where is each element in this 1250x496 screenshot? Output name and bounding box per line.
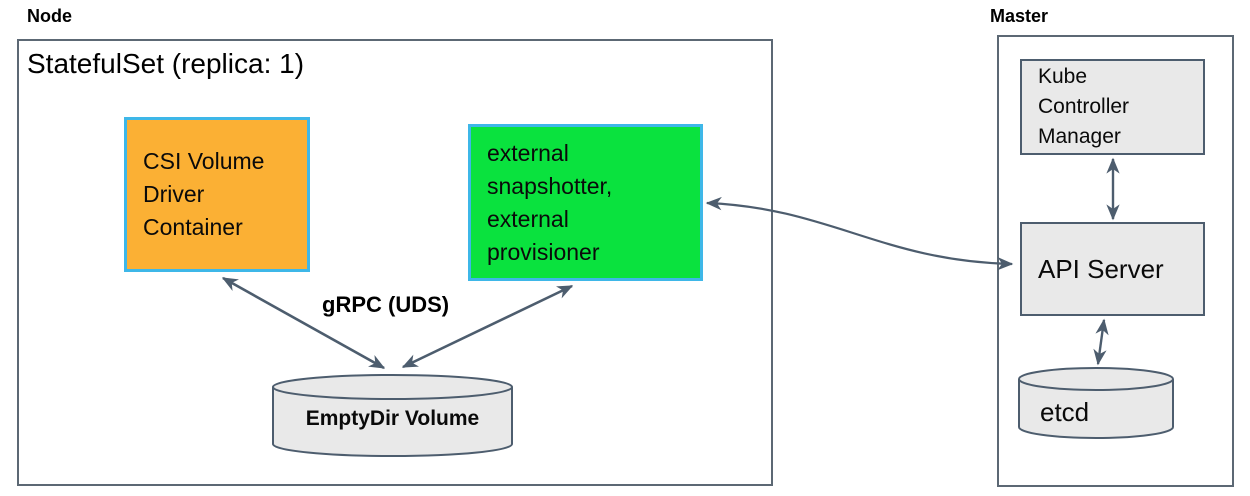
- sidecar-box-line: snapshotter,: [487, 172, 613, 199]
- node-section-label: Node: [27, 6, 72, 26]
- statefulset-label: StatefulSet (replica: 1): [27, 48, 305, 79]
- csi-box-line: CSI Volume: [143, 148, 265, 174]
- kcm-box-line: Kube: [1038, 65, 1088, 88]
- api-server-box: API Server: [1020, 222, 1205, 316]
- etcd-cylinder-label: etcd: [1040, 397, 1090, 427]
- sidecar-box-line: external: [487, 139, 569, 166]
- sidecar-box-line: external: [487, 205, 569, 232]
- csi-volume-driver-container-box: CSI Volume Driver Container: [124, 117, 310, 272]
- csi-box-line: Container: [143, 214, 243, 240]
- grpc-uds-arrow-label: gRPC (UDS): [322, 292, 450, 317]
- api-server-label: API Server: [1038, 254, 1164, 284]
- kcm-box-line: Manager: [1038, 125, 1121, 148]
- emptydir-volume-cylinder-label: EmptyDir Volume: [305, 407, 480, 430]
- kube-controller-manager-box: Kube Controller Manager: [1020, 59, 1205, 155]
- external-snapshotter-provisioner-box: external snapshotter, external provision…: [468, 124, 703, 281]
- sidecar-box-line: provisioner: [487, 238, 600, 265]
- kcm-box-line: Controller: [1038, 95, 1130, 118]
- csi-box-line: Driver: [143, 181, 205, 207]
- master-section-label: Master: [990, 6, 1049, 26]
